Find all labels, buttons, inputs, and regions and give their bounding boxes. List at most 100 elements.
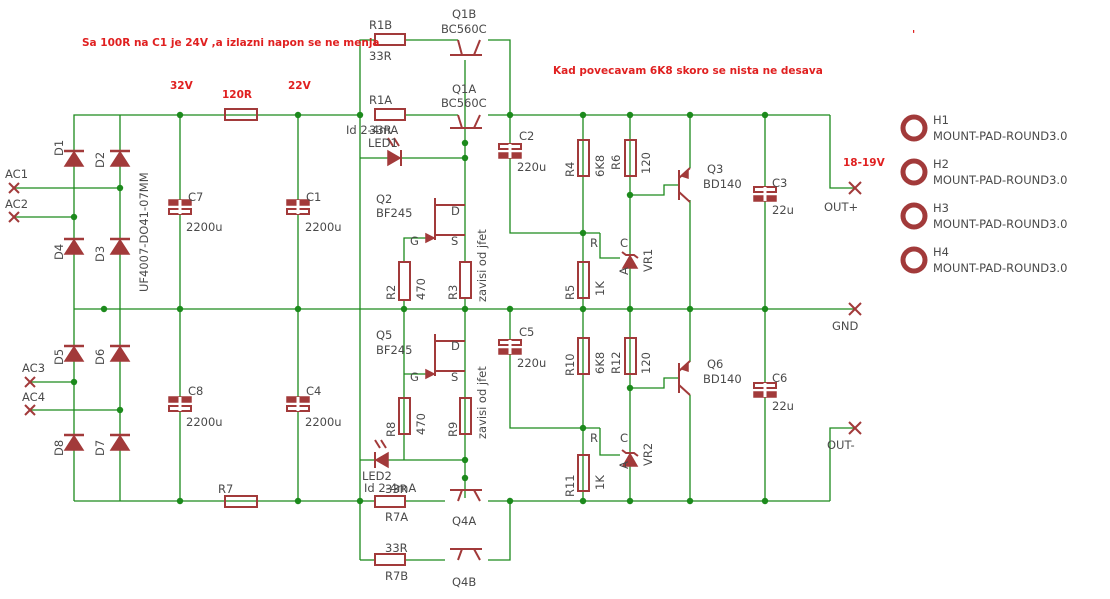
res-r6 bbox=[624, 139, 637, 177]
label-q2-value: BF245 bbox=[376, 206, 412, 220]
label-ac2: AC2 bbox=[5, 197, 28, 211]
terminal-out-plus bbox=[848, 181, 862, 195]
cap-c2 bbox=[498, 143, 522, 159]
res-r7 bbox=[224, 495, 258, 508]
cap-c6 bbox=[753, 382, 777, 398]
cap-c7 bbox=[168, 199, 192, 215]
label-vr2-pin-a: A bbox=[617, 461, 631, 469]
label-vr2-pin-c: C bbox=[620, 431, 628, 445]
cap-c5 bbox=[498, 339, 522, 355]
res-r11 bbox=[577, 454, 590, 492]
note-6k8: Kad povecavam 6K8 skoro se nista ne desa… bbox=[553, 65, 823, 77]
res-120r bbox=[224, 108, 258, 121]
res-r8 bbox=[398, 397, 411, 435]
res-r10 bbox=[577, 337, 590, 375]
label-d8: D8 bbox=[52, 440, 66, 456]
label-c2: C2 bbox=[519, 129, 534, 143]
label-r11: R11 bbox=[563, 474, 577, 497]
transistor-q4a bbox=[450, 489, 482, 502]
led1 bbox=[387, 137, 402, 167]
cap-c3 bbox=[753, 186, 777, 202]
label-gnd: GND bbox=[832, 319, 859, 333]
label-r1a: R1A bbox=[369, 93, 392, 107]
label-c4-value: 2200u bbox=[305, 415, 342, 429]
label-c6: C6 bbox=[772, 371, 787, 385]
label-c3-value: 22u bbox=[772, 203, 794, 217]
label-r1b: R1B bbox=[369, 18, 392, 32]
label-r1b-value: 33R bbox=[369, 49, 392, 63]
label-ac3: AC3 bbox=[22, 361, 45, 375]
terminal-ac2 bbox=[8, 211, 20, 223]
label-q2: Q2 bbox=[376, 192, 392, 206]
terminal-gnd bbox=[848, 302, 862, 316]
transistor-q6 bbox=[678, 360, 691, 396]
diode-d5 bbox=[62, 344, 86, 363]
label-q5-value: BF245 bbox=[376, 343, 412, 357]
diode-d1 bbox=[62, 149, 86, 168]
label-h4-value: MOUNT-PAD-ROUND3.0 bbox=[933, 261, 1067, 275]
transistor-q4b bbox=[450, 548, 482, 561]
res-r1b bbox=[374, 33, 406, 46]
transistor-q1a bbox=[450, 114, 482, 129]
label-r10-value: 6K8 bbox=[593, 352, 607, 374]
label-r10: R10 bbox=[563, 353, 577, 376]
label-q3-value: BD140 bbox=[703, 177, 742, 191]
res-r4 bbox=[577, 139, 590, 177]
label-r7b: R7B bbox=[385, 569, 408, 583]
label-q1b-value: BC560C bbox=[441, 22, 487, 36]
label-r4-value: 6K8 bbox=[593, 155, 607, 177]
label-c8: C8 bbox=[188, 384, 203, 398]
label-c6-value: 22u bbox=[772, 399, 794, 413]
label-q6: Q6 bbox=[707, 357, 723, 371]
label-c3: C3 bbox=[772, 176, 787, 190]
label-q2-pin-s: S bbox=[451, 234, 458, 248]
res-r1a bbox=[374, 108, 406, 121]
cap-c8 bbox=[168, 396, 192, 412]
label-r6: R6 bbox=[609, 155, 623, 170]
diode-d7 bbox=[108, 433, 132, 452]
diode-d2 bbox=[108, 149, 132, 168]
label-q4a: Q4A bbox=[452, 514, 476, 528]
label-h2-value: MOUNT-PAD-ROUND3.0 bbox=[933, 173, 1067, 187]
label-r9: R9 bbox=[446, 422, 460, 437]
label-d7: D7 bbox=[93, 440, 107, 456]
label-r1a-value: 33R bbox=[369, 123, 392, 137]
label-d5: D5 bbox=[52, 349, 66, 365]
label-d1: D1 bbox=[52, 140, 66, 156]
res-r7b bbox=[374, 553, 406, 566]
diode-d4 bbox=[62, 237, 86, 256]
label-r7a: R7A bbox=[385, 510, 408, 524]
note-c1: Sa 100R na C1 je 24V ,a izlazni napon se… bbox=[82, 37, 380, 49]
jfet-q2 bbox=[425, 198, 465, 244]
ref-vr1 bbox=[621, 251, 639, 269]
label-vr1-pin-c: C bbox=[620, 236, 628, 250]
label-c4: C4 bbox=[306, 384, 321, 398]
mount-pad-h3 bbox=[900, 202, 928, 230]
label-led2-id: Id 2-4mA bbox=[364, 481, 416, 495]
label-q1a: Q1A bbox=[452, 82, 476, 96]
jfet-q5 bbox=[425, 334, 465, 380]
res-r9 bbox=[459, 397, 472, 435]
cap-c1 bbox=[286, 199, 310, 215]
label-d2: D2 bbox=[93, 152, 107, 168]
label-c5: C5 bbox=[519, 325, 534, 339]
label-r7a-value: 33R bbox=[385, 482, 408, 496]
diode-d8 bbox=[62, 433, 86, 452]
label-led2: LED2 bbox=[362, 469, 392, 483]
label-q2-pin-d: D bbox=[451, 204, 460, 218]
label-out-minus: OUT- bbox=[827, 438, 855, 452]
cap-c4 bbox=[286, 396, 310, 412]
transistor-q3 bbox=[678, 167, 691, 203]
label-h1: H1 bbox=[933, 113, 949, 127]
note-120r: 120R bbox=[222, 89, 252, 101]
label-q1a-value: BC560C bbox=[441, 96, 487, 110]
label-q5-pin-d: D bbox=[451, 339, 460, 353]
label-h3-value: MOUNT-PAD-ROUND3.0 bbox=[933, 217, 1067, 231]
mount-pad-h2 bbox=[900, 158, 928, 186]
mount-pad-h4 bbox=[900, 246, 928, 274]
label-r12-value: 120 bbox=[639, 352, 653, 374]
terminal-ac1 bbox=[8, 182, 20, 194]
label-out-plus: OUT+ bbox=[824, 200, 858, 214]
label-d6: D6 bbox=[93, 349, 107, 365]
label-r4: R4 bbox=[563, 162, 577, 177]
